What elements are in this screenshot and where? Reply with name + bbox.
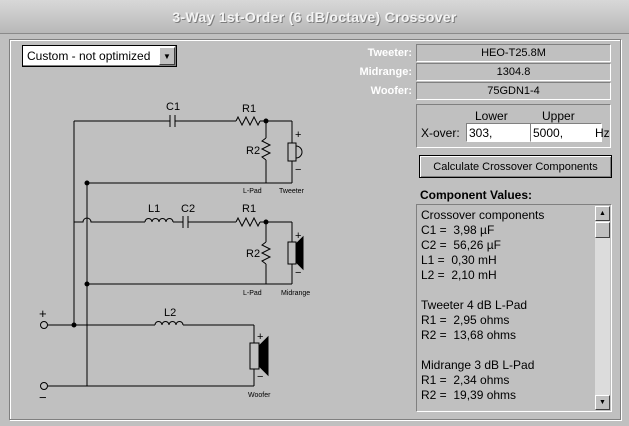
midrange-label: Midrange (281, 290, 310, 297)
midrange-plus-label: + (295, 230, 301, 242)
r1-midrange-label: R1 (242, 203, 256, 215)
lower-header: Lower (475, 109, 508, 123)
negative-terminal (40, 382, 48, 390)
tweeter-driver-icon (287, 142, 297, 162)
lpad-tweeter-label: L-Pad (243, 188, 262, 195)
component-values-title: Component Values: (420, 188, 533, 202)
l1-label: L1 (148, 203, 160, 215)
tweeter-minus-label: − (295, 164, 301, 176)
scrollbar[interactable]: ▲ ▼ (595, 206, 610, 410)
woofer-minus-label: − (257, 371, 263, 383)
midrange-value: 1304.8 (416, 63, 611, 81)
r2-midrange-resistor (260, 241, 272, 265)
component-value-line: Crossover components (421, 208, 545, 222)
midrange-input-wire (74, 217, 145, 223)
r1-midrange-resistor (235, 216, 261, 228)
scroll-down-icon[interactable]: ▼ (595, 395, 610, 410)
l2-label: L2 (164, 307, 176, 319)
lower-frequency-input[interactable] (466, 123, 538, 142)
c1-label: C1 (166, 101, 180, 113)
c2-label: C2 (181, 203, 195, 215)
crossover-frequency-group: Lower Upper X-over: Hz (416, 104, 611, 148)
tweeter-label: Tweeter (279, 188, 305, 195)
component-value-line: R1 = 2,34 ohms (421, 373, 510, 387)
window-title: 3-Way 1st-Order (6 dB/octave) Crossover (0, 0, 629, 34)
r1-tweeter-resistor (235, 115, 261, 127)
woofer-label: Woofer (248, 392, 271, 399)
preset-dropdown[interactable]: Custom - not optimized ▼ (22, 45, 177, 67)
component-value-line: R1 = 2,95 ohms (421, 313, 510, 327)
component-value-line: R2 = 19,39 ohms (421, 388, 517, 402)
woofer-label: Woofer: (370, 85, 412, 97)
chevron-down-icon[interactable]: ▼ (159, 47, 175, 65)
component-value-line: R2 = 13,68 ohms (421, 328, 517, 342)
upper-frequency-input[interactable] (530, 123, 602, 142)
tweeter-plus-label: + (295, 129, 301, 141)
r2-midrange-label: R2 (246, 248, 260, 260)
upper-header: Upper (542, 109, 575, 123)
l2-inductor (154, 321, 184, 326)
preset-selected-value: Custom - not optimized (27, 49, 151, 63)
scroll-thumb[interactable] (595, 222, 610, 238)
r2-tweeter-resistor (260, 137, 272, 161)
tweeter-label: Tweeter: (367, 47, 412, 59)
l1-inductor (144, 218, 174, 223)
lpad-midrange-label: L-Pad (243, 290, 262, 297)
component-value-line: Midrange 3 dB L-Pad (421, 358, 535, 372)
main-panel (9, 39, 621, 420)
midrange-label: Midrange: (359, 66, 412, 78)
midrange-driver-icon (287, 241, 297, 265)
midrange-minus-label: − (295, 267, 301, 279)
component-value-line: C2 = 56,26 µF (421, 238, 501, 252)
component-value-line: L1 = 0,30 mH (421, 253, 497, 267)
xover-label: X-over: (421, 126, 460, 140)
component-value-line: Tweeter 4 dB L-Pad (421, 298, 528, 312)
woofer-value: 75GDN1-4 (416, 82, 611, 100)
scroll-up-icon[interactable]: ▲ (595, 206, 610, 221)
tweeter-value: HEO-T25.8M (416, 44, 611, 62)
input-minus-label: − (39, 390, 47, 405)
positive-terminal (40, 321, 48, 329)
r2-tweeter-label: R2 (246, 145, 260, 157)
component-value-line: C1 = 3,98 µF (421, 223, 495, 237)
hz-unit: Hz (595, 126, 610, 140)
r1-tweeter-label: R1 (242, 103, 256, 115)
calculate-button[interactable]: Calculate Crossover Components (419, 155, 612, 178)
woofer-plus-label: + (257, 331, 263, 343)
input-plus-label: + (39, 306, 47, 321)
woofer-driver-icon (249, 342, 260, 370)
component-value-line: L2 = 2,10 mH (421, 268, 497, 282)
